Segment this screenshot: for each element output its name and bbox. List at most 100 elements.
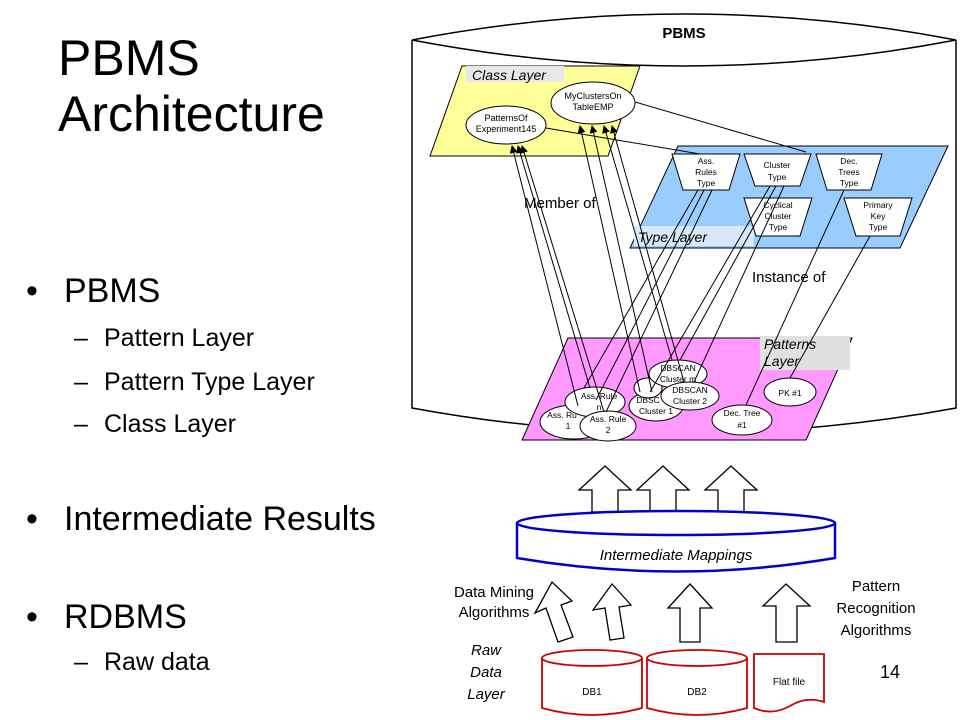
db1-label: DB1	[582, 687, 602, 698]
dash-icon: –	[74, 324, 88, 352]
pattern-node-label-line: n	[597, 402, 602, 412]
bullet-label: PBMS	[64, 272, 161, 310]
pattern-node-label-line: 2	[606, 425, 611, 435]
pbms-label: PBMS	[662, 25, 705, 42]
flat-file-label: Flat file	[773, 677, 806, 688]
db1-cylinder: DB1	[541, 649, 643, 716]
up-arrow-icon	[635, 465, 691, 513]
raw-data-layer-label-line: Raw	[471, 642, 502, 659]
up-arrow-icon	[591, 582, 633, 641]
type-node-dec-trees: Dec. Trees Type	[815, 153, 883, 191]
type-layer: Type Layer Ass. Rules Type Cluster Type …	[629, 145, 949, 249]
pattern-node-label-line: Ass. Rule	[590, 414, 627, 424]
slide-title-line-1: PBMS	[58, 30, 200, 86]
member-of-arrows	[509, 125, 685, 413]
class-type-links	[545, 101, 807, 155]
pattern-node-dec-tree-1: Dec. Tree #1	[711, 404, 773, 436]
pattern-node-label-line: PK #1	[778, 388, 801, 398]
intermediate-mappings-label: Intermediate Mappings	[600, 547, 753, 564]
type-node-label-line: Trees	[838, 167, 859, 177]
type-node-cluster: Cluster Type	[743, 153, 812, 187]
patterns-layer-label-line-2: Layer	[764, 353, 800, 369]
intermediate-mappings-cylinder: Intermediate Mappings	[515, 509, 837, 573]
class-node-patterns-of-experiment: PatternsOf Experiment145	[465, 105, 547, 145]
class-layer-label: Class Layer	[472, 67, 547, 83]
class-node-label-line: Experiment145	[476, 124, 537, 134]
sub-bullet-label: Class Layer	[104, 410, 236, 438]
bullet-dot-icon: •	[26, 272, 38, 310]
class-node-my-clusters: MyClustersOn TableEMP	[550, 81, 636, 125]
type-node-ass-rules: Ass. Rules Type	[671, 153, 741, 191]
type-node-label-line: Dec.	[840, 156, 857, 166]
type-layer-label: Type Layer	[638, 229, 708, 245]
slide-title-line-2: Architecture	[58, 86, 325, 142]
up-arrows-to-pbms	[577, 465, 759, 513]
patterns-layer-label-line-1: Patterns	[764, 336, 816, 352]
pattern-node-label-line: Cluster 1	[639, 406, 673, 416]
flat-file-document: Flat file	[753, 653, 825, 713]
instance-of-label: Instance of	[752, 269, 826, 286]
type-node-primary-key: Primary Key Type	[843, 197, 913, 237]
class-node-label-line: MyClustersOn	[564, 91, 621, 101]
bullet-dot-icon: •	[26, 598, 38, 636]
type-node-label-line: Rules	[695, 167, 717, 177]
instance-of-lines	[583, 185, 871, 413]
pattern-recognition-label-line: Pattern	[852, 578, 900, 595]
type-node-label-line: Cyclical	[763, 200, 792, 210]
pattern-node-label-line: Dec. Tree	[724, 408, 761, 418]
type-node-label-line: Type	[869, 222, 888, 232]
data-mining-label-line: Algorithms	[459, 604, 530, 621]
up-arrow-icon	[533, 580, 574, 643]
pattern-node-label-line: Cluster 2	[673, 396, 707, 406]
up-arrow-icon	[761, 583, 812, 643]
dash-icon: –	[74, 368, 88, 396]
type-node-label-line: Key	[871, 211, 886, 221]
type-node-label-line: Type	[768, 172, 787, 182]
db2-label: DB2	[687, 687, 707, 698]
sub-bullet-label: Pattern Type Layer	[104, 368, 315, 396]
data-mining-label-line: Data Mining	[454, 584, 534, 601]
type-node-label-line: Type	[840, 178, 859, 188]
class-layer: Class Layer PatternsOf Experiment145 MyC…	[429, 65, 641, 157]
pattern-node-label-line: Cluster m	[660, 374, 696, 384]
pattern-node-dbscan-cluster-2: DBSCAN Cluster 2	[660, 381, 720, 411]
sub-bullet-label: Pattern Layer	[104, 324, 255, 352]
dash-icon: –	[74, 410, 88, 438]
raw-data-layer-label-line: Layer	[467, 686, 506, 703]
pattern-node-ass-rule-2: Ass. Rule 2	[579, 410, 637, 442]
pattern-node-label-line: Ass. Ru	[547, 410, 577, 420]
page-number: 14	[880, 662, 901, 682]
up-arrow-icon	[577, 465, 633, 513]
sub-bullet-label: Raw data	[104, 648, 210, 676]
up-arrow-icon	[666, 583, 714, 643]
type-node-label-line: Type	[769, 222, 788, 232]
type-node-cyclical-cluster: Cyclical Cluster Type	[743, 197, 813, 237]
up-arrows-from-algorithms	[533, 580, 812, 643]
type-node-label-line: Cluster	[764, 160, 791, 170]
slide-title: PBMS Architecture	[58, 30, 325, 142]
type-node-label-line: Primary	[863, 200, 893, 210]
pattern-node-label-line: DBSCAN	[672, 385, 707, 395]
type-node-label-line: Ass.	[698, 156, 715, 166]
pattern-node-label-line: 1	[566, 421, 571, 431]
bullet-label: Intermediate Results	[64, 500, 376, 538]
type-node-label-line: Type	[697, 178, 716, 188]
dash-icon: –	[74, 648, 88, 676]
pattern-node-label-line: DBSCAN	[660, 363, 695, 373]
db2-cylinder: DB2	[646, 649, 748, 716]
pattern-recognition-label-line: Recognition	[836, 600, 915, 617]
up-arrow-icon	[703, 465, 759, 513]
class-node-label-line: PatternsOf	[484, 113, 528, 123]
raw-data-layer-label-line: Data	[470, 664, 502, 681]
bullet-dot-icon: •	[26, 500, 38, 538]
bullet-label: RDBMS	[64, 598, 187, 636]
type-node-label-line: Cluster	[765, 211, 792, 221]
pattern-recognition-label-line: Algorithms	[841, 622, 912, 639]
class-node-label-line: TableEMP	[572, 102, 613, 112]
member-of-label: Member of	[524, 195, 597, 212]
pattern-node-label-line: DBSC	[636, 395, 660, 405]
patterns-layer: Patterns Layer Ass. Ru 1 Ass. Rule n Ass…	[521, 336, 853, 442]
pattern-node-label-line: #1	[737, 420, 747, 430]
pattern-node-pk-1: PK #1	[763, 377, 817, 407]
